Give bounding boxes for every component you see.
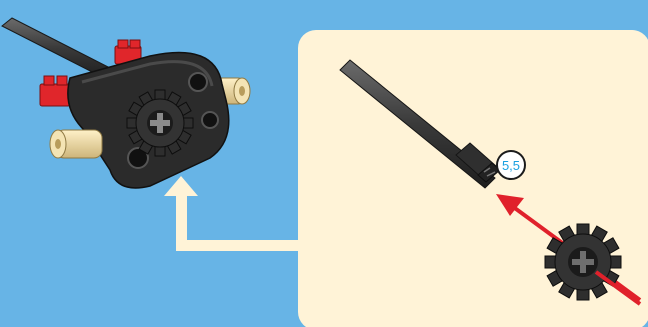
connector-arrow (164, 176, 298, 251)
axle-length-callout: 5,5 (497, 151, 525, 179)
axle-length-label: 5,5 (502, 158, 520, 173)
red-clip-front (40, 76, 70, 106)
frame-hole-top (189, 73, 207, 91)
model-axle (2, 18, 114, 78)
peg-left (50, 130, 102, 158)
assembled-model (2, 18, 250, 188)
